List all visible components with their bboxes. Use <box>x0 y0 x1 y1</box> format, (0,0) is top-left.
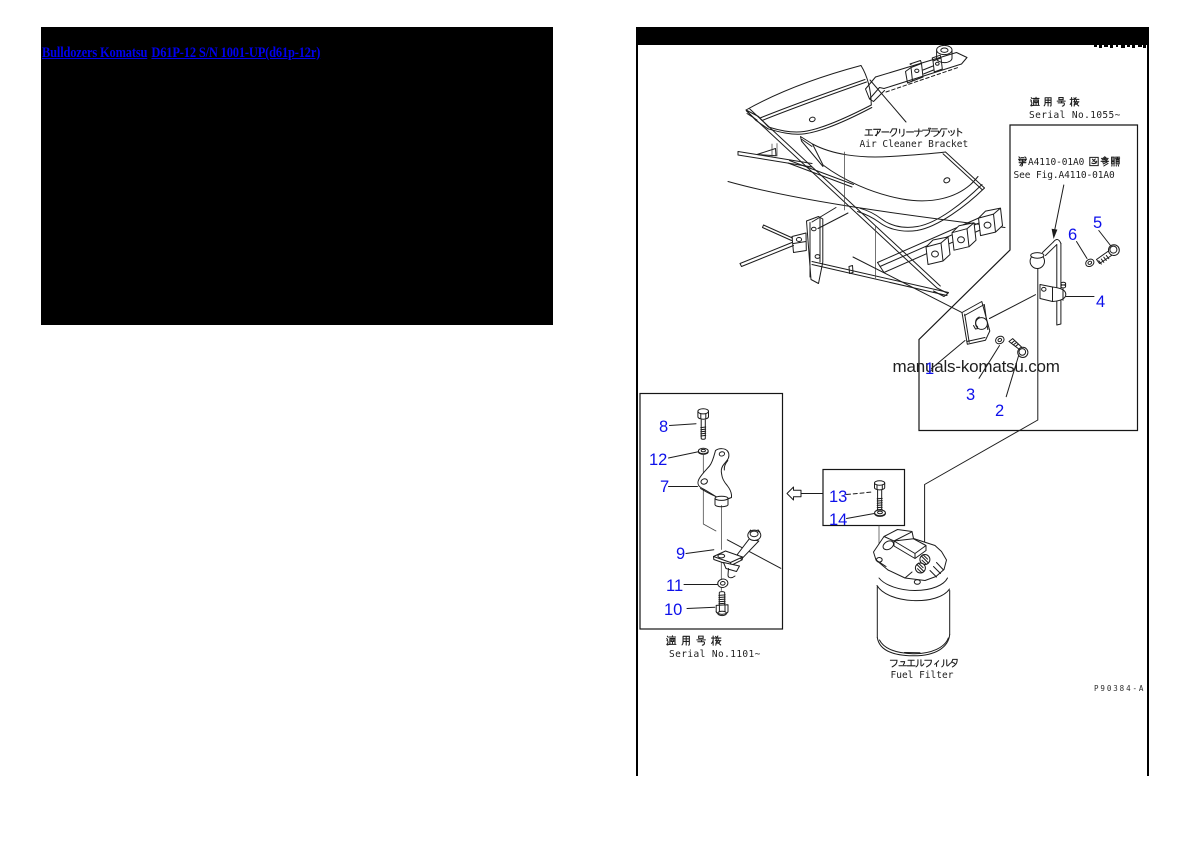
panel-top-bar <box>636 27 1149 45</box>
watermark: manuals-komatsu.com <box>892 356 1060 376</box>
support-strut <box>746 108 949 297</box>
frame-mounting-pads <box>925 207 1003 265</box>
part-6-washer <box>1085 258 1095 268</box>
thumbnail-image-placeholder <box>41 27 553 325</box>
parts-diagram-line-art <box>639 44 1139 668</box>
part-2-bolt <box>1008 338 1029 358</box>
panel-border-left <box>636 44 639 776</box>
see-fig-label-en: See Fig.A4110-01A0 <box>1013 169 1115 181</box>
fuel-filter <box>873 529 951 657</box>
link-bulldozers-komatsu[interactable]: Bulldozers Komatsu <box>42 45 148 61</box>
label-fuel-filter-jp <box>889 658 958 668</box>
part-number-10[interactable]: 10 <box>664 600 683 619</box>
bar-tick <box>1143 44 1146 48</box>
serial-1101-group-box <box>639 392 784 630</box>
part-number-11[interactable]: 11 <box>666 576 684 595</box>
label-air-cleaner-bracket-jp <box>864 127 963 137</box>
part-number-5[interactable]: 5 <box>1093 213 1103 232</box>
leader-lines-13-14 <box>846 491 875 519</box>
fuel-filter-label-en: Fuel Filter <box>890 669 954 681</box>
label-see-fig-jp-suffix <box>1089 156 1121 167</box>
air-cleaner-label-leader <box>869 79 907 123</box>
panel-border-right <box>1147 44 1150 776</box>
fuel-filter-locator-line <box>924 266 1039 550</box>
bolt-13-14-group-box <box>822 468 906 527</box>
leader-lines-7-to-12 <box>668 423 718 609</box>
label-serial-top-jp <box>1030 96 1080 107</box>
leader-lines-4-5-6 <box>1065 230 1111 297</box>
part-number-2[interactable]: 2 <box>995 402 1005 420</box>
serial-1055-group-box <box>918 124 1139 432</box>
serial-top-label-en: Serial No.1055~ <box>1029 109 1121 121</box>
see-fig-code-jp-line: A4110-01A0 <box>1028 156 1085 168</box>
pad-cube <box>978 207 1003 237</box>
air-cleaner-bracket-lower-plate <box>800 136 985 232</box>
pad-cube <box>925 236 951 265</box>
part-11-washer <box>717 578 729 589</box>
label-see-fig-jp-prefix <box>1017 156 1028 167</box>
air-cleaner-bracket-label-en: Air Cleaner Bracket <box>859 138 969 150</box>
bar-tick <box>1110 44 1113 48</box>
part-number-8[interactable]: 8 <box>659 417 669 436</box>
part-1-bracket <box>961 301 991 345</box>
bar-tick <box>1127 44 1130 47</box>
bar-tick <box>1115 44 1118 47</box>
part-14-washer <box>874 509 886 517</box>
bar-tick <box>1099 44 1102 48</box>
part-number-3[interactable]: 3 <box>966 386 976 404</box>
bar-tick <box>1104 44 1108 47</box>
part-number-14[interactable]: 14 <box>829 511 848 529</box>
label-serial-bottom-jp <box>666 635 722 646</box>
serial-bottom-label-en: Serial No.1101~ <box>669 648 761 660</box>
insert-arrow-left <box>786 486 823 501</box>
part-number-13[interactable]: 13 <box>829 487 848 506</box>
part-3-washer <box>995 335 1005 345</box>
see-fig-leader-arrow <box>1051 184 1065 239</box>
part-9-plate-assembly <box>713 529 782 579</box>
part-number-12[interactable]: 12 <box>649 451 668 469</box>
part-13-bolt <box>874 480 886 513</box>
part-number-6[interactable]: 6 <box>1068 226 1078 244</box>
part-number-7[interactable]: 7 <box>660 478 670 496</box>
link-model-serial[interactable]: D61P-12 S/N 1001-UP(d61p-12r) <box>151 45 321 61</box>
frame-base <box>727 143 1006 296</box>
part-10-bolt <box>715 591 729 617</box>
part-number-4[interactable]: 4 <box>1096 292 1106 311</box>
part-4-rod-clamp-assembly <box>1029 239 1067 326</box>
part-7-bracket <box>697 448 732 508</box>
air-cleaner-bracket-upper-plate <box>745 65 873 135</box>
pad-cube <box>951 222 977 251</box>
bar-tick <box>1137 44 1142 47</box>
part-8-bolt <box>697 408 710 440</box>
figure-code: P90384-A <box>1094 683 1146 693</box>
part-number-1[interactable]: 1 <box>925 360 935 378</box>
bar-tick <box>1093 44 1097 47</box>
part-5-bolt <box>1096 244 1120 265</box>
bar-tick <box>1132 44 1135 48</box>
bar-tick <box>1121 44 1125 48</box>
part-number-9[interactable]: 9 <box>676 545 686 563</box>
leader-lines-1-2-3 <box>852 256 1036 398</box>
